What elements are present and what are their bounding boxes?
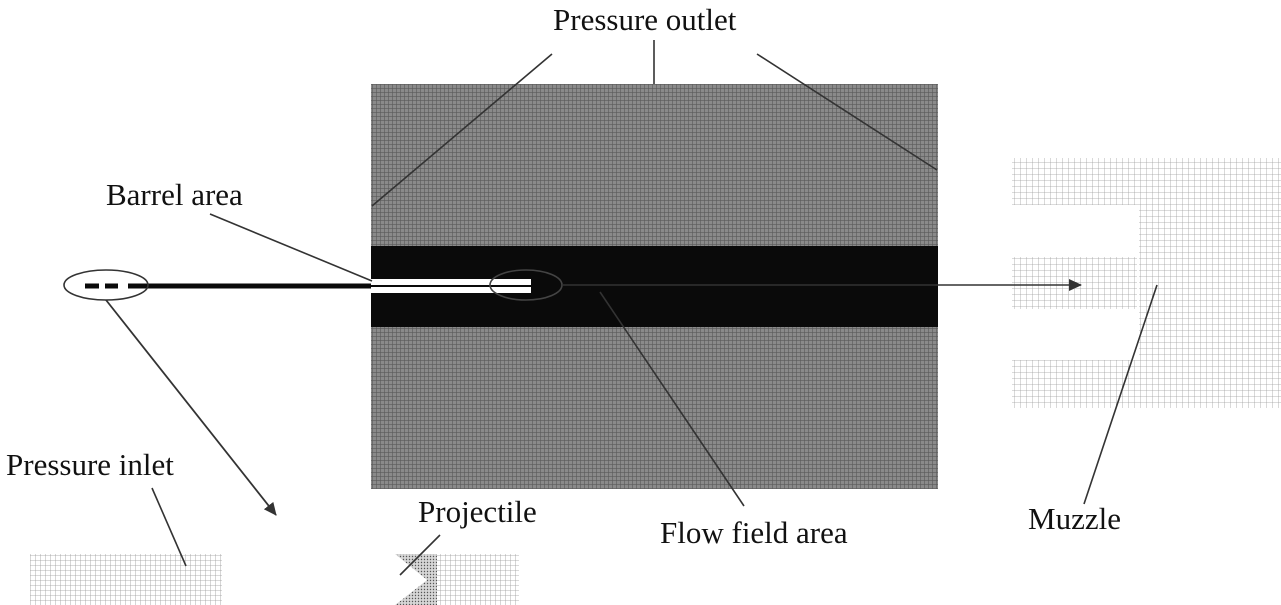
inlet-arrow: [105, 299, 277, 516]
pressure-inlet-leader: [151, 487, 187, 567]
flow-field-leader: [599, 291, 745, 507]
label-projectile: Projectile: [418, 494, 537, 529]
muzzle-leader: [1083, 284, 1158, 505]
label-pressure-outlet: Pressure outlet: [553, 2, 737, 37]
label-muzzle: Muzzle: [1028, 501, 1121, 536]
label-barrel-area: Barrel area: [106, 177, 243, 212]
pressure-outlet-leader-right: [756, 53, 938, 171]
muzzle-mesh: [1012, 158, 1281, 408]
leader-lines: [151, 40, 1158, 576]
label-pressure-inlet: Pressure inlet: [6, 447, 174, 482]
pressure-outlet-leader-left: [371, 53, 553, 207]
projectile-leader: [399, 534, 441, 576]
projectile-mesh: [395, 554, 519, 605]
label-flow-field-area: Flow field area: [660, 515, 848, 550]
barrel-area-leader: [209, 213, 373, 282]
pressure-inlet-mesh: [30, 554, 222, 605]
